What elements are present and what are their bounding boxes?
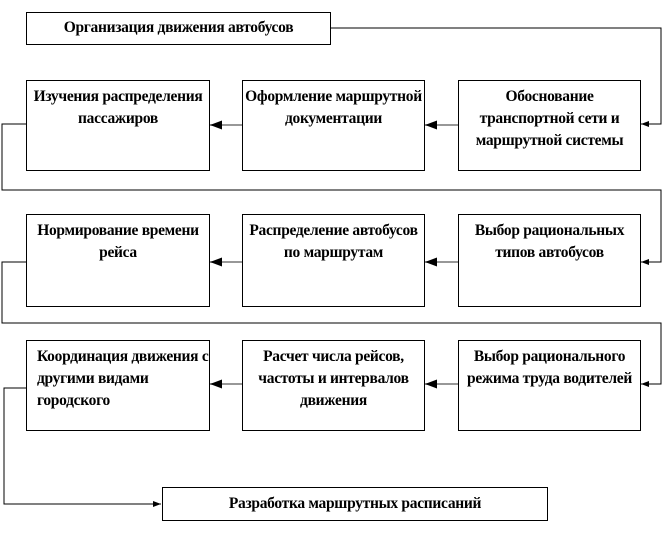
box-text: Оформление маршрутной документации — [245, 88, 422, 127]
box-text: Распределение автобусов по маршрутам — [249, 222, 418, 261]
box-trip-count: Расчет числа рейсов, частоты и интервало… — [242, 340, 425, 431]
box-driver-schedule: Выбор рационального режима труда водител… — [458, 340, 641, 431]
box-text: Изучения распределения пассажиров — [33, 88, 203, 127]
box-text: Нормирование времени рейса — [37, 222, 199, 261]
title-box: Организация движения автобусов — [26, 12, 331, 45]
connector-title-to-row1 — [330, 27, 662, 127]
connector-row3-to-final — [3, 387, 161, 507]
title-text: Организация движения автобусов — [63, 19, 294, 36]
box-text: Обоснование транспортной сети и маршрутн… — [475, 88, 624, 149]
box-trip-time-norming: Нормирование времени рейса — [26, 214, 210, 307]
box-bus-type-choice: Выбор рациональных типов автобусов — [458, 214, 641, 307]
box-network-justification: Обоснование транспортной сети и маршрутн… — [458, 80, 641, 171]
final-box: Разработка маршрутных расписаний — [162, 487, 548, 521]
box-text: Расчет числа рейсов, частоты и интервало… — [258, 348, 409, 409]
box-route-docs: Оформление маршрутной документации — [242, 80, 425, 171]
box-passenger-study: Изучения распределения пассажиров — [26, 80, 210, 171]
final-text: Разработка маршрутных расписаний — [228, 495, 482, 512]
box-bus-distribution: Распределение автобусов по маршрутам — [242, 214, 425, 307]
box-text: Координация движения с другими видами го… — [37, 348, 209, 409]
box-coordination: Координация движения с другими видами го… — [26, 340, 210, 431]
box-text: Выбор рациональных типов автобусов — [474, 222, 625, 261]
box-text: Выбор рационального режима труда водител… — [467, 348, 632, 387]
connector-row1-to-row2 — [1, 123, 662, 265]
connector-row2-to-row3 — [1, 261, 662, 387]
